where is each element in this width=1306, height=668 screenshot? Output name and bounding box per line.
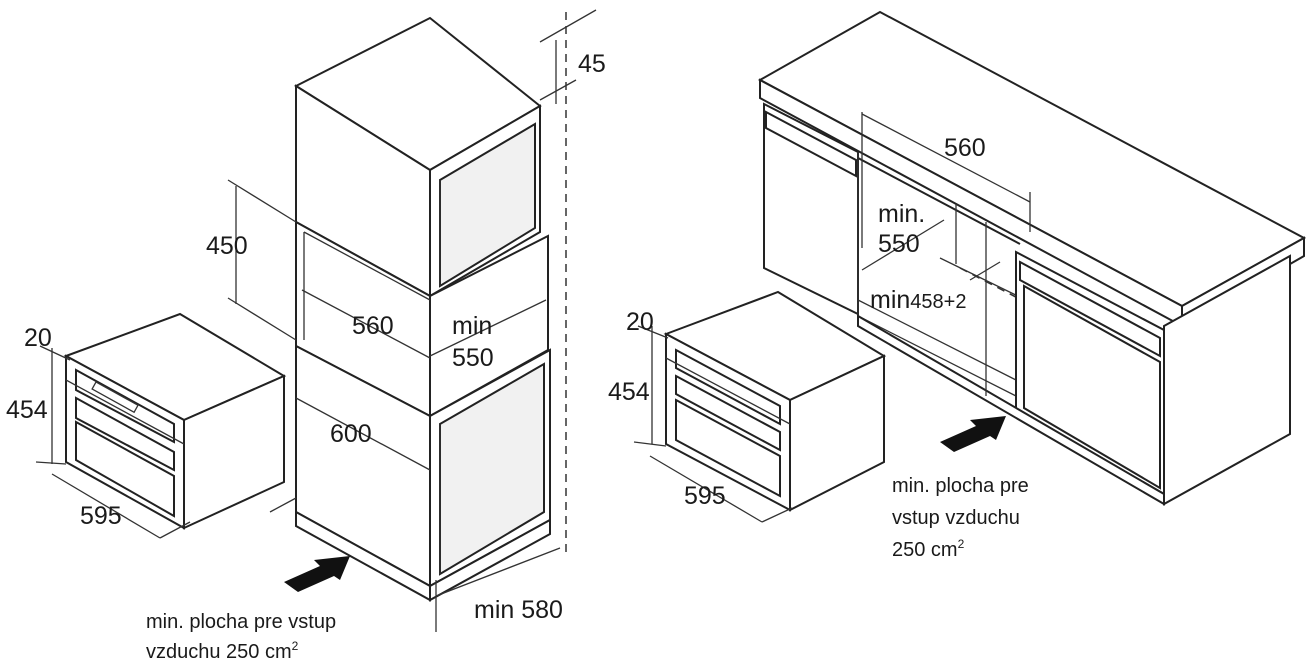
air-inlet-arrow-right: [940, 416, 1006, 452]
right-air-note-sup: 2: [958, 537, 965, 551]
right-niche-height-value: 458+2: [910, 291, 966, 313]
left-niche-depth-label: min: [452, 312, 492, 340]
right-niche-depth-value: 550: [878, 230, 920, 258]
left-oven-top-label: 20: [24, 324, 52, 352]
right-oven-width-label: 595: [684, 482, 726, 510]
left-top-gap-label: 45: [578, 50, 606, 78]
left-air-note-line2: vzduchu 250 cm2: [146, 639, 299, 663]
right-air-note-line3-text: 250 cm: [892, 539, 958, 561]
right-niche-height-prefix: min: [870, 286, 910, 314]
right-air-note-line1: min. plocha pre: [892, 475, 1029, 497]
right-oven-top-label: 20: [626, 308, 654, 336]
left-air-note-line1: min. plocha pre vstup: [146, 611, 336, 633]
right-niche-depth-label: min.: [878, 200, 925, 228]
left-oven-height-label: 454: [6, 396, 48, 424]
oven-right-dimension-lines: [633, 325, 793, 523]
oven-left: [63, 312, 287, 530]
left-air-note-line2-text: vzduchu 250 cm: [146, 641, 292, 663]
left-niche-depth-value: 550: [452, 344, 494, 372]
tall-cabinet: [293, 16, 551, 602]
left-cabinet-depth-label: min 580: [474, 596, 563, 624]
oven-right: [663, 290, 887, 512]
right-air-note-line3: 250 cm2: [892, 537, 965, 561]
right-air-note-line2: vstup vzduchu: [892, 507, 1020, 529]
right-niche-width-label: 560: [944, 134, 986, 162]
left-air-note-sup: 2: [292, 639, 299, 653]
kitchen-counter: [757, 10, 1306, 506]
right-niche-height-label: min458+2: [870, 286, 966, 314]
left-cabinet-width-label: 600: [330, 420, 372, 448]
left-oven-width-label: 595: [80, 502, 122, 530]
right-dimension-lines: [861, 112, 1031, 396]
left-dimension-lines: [227, 9, 597, 632]
air-inlet-arrow-left: [284, 556, 350, 592]
right-oven-height-label: 454: [608, 378, 650, 406]
left-niche-height-label: 450: [206, 232, 248, 260]
oven-left-dimension-lines: [35, 345, 191, 539]
left-niche-width-label: 560: [352, 312, 394, 340]
